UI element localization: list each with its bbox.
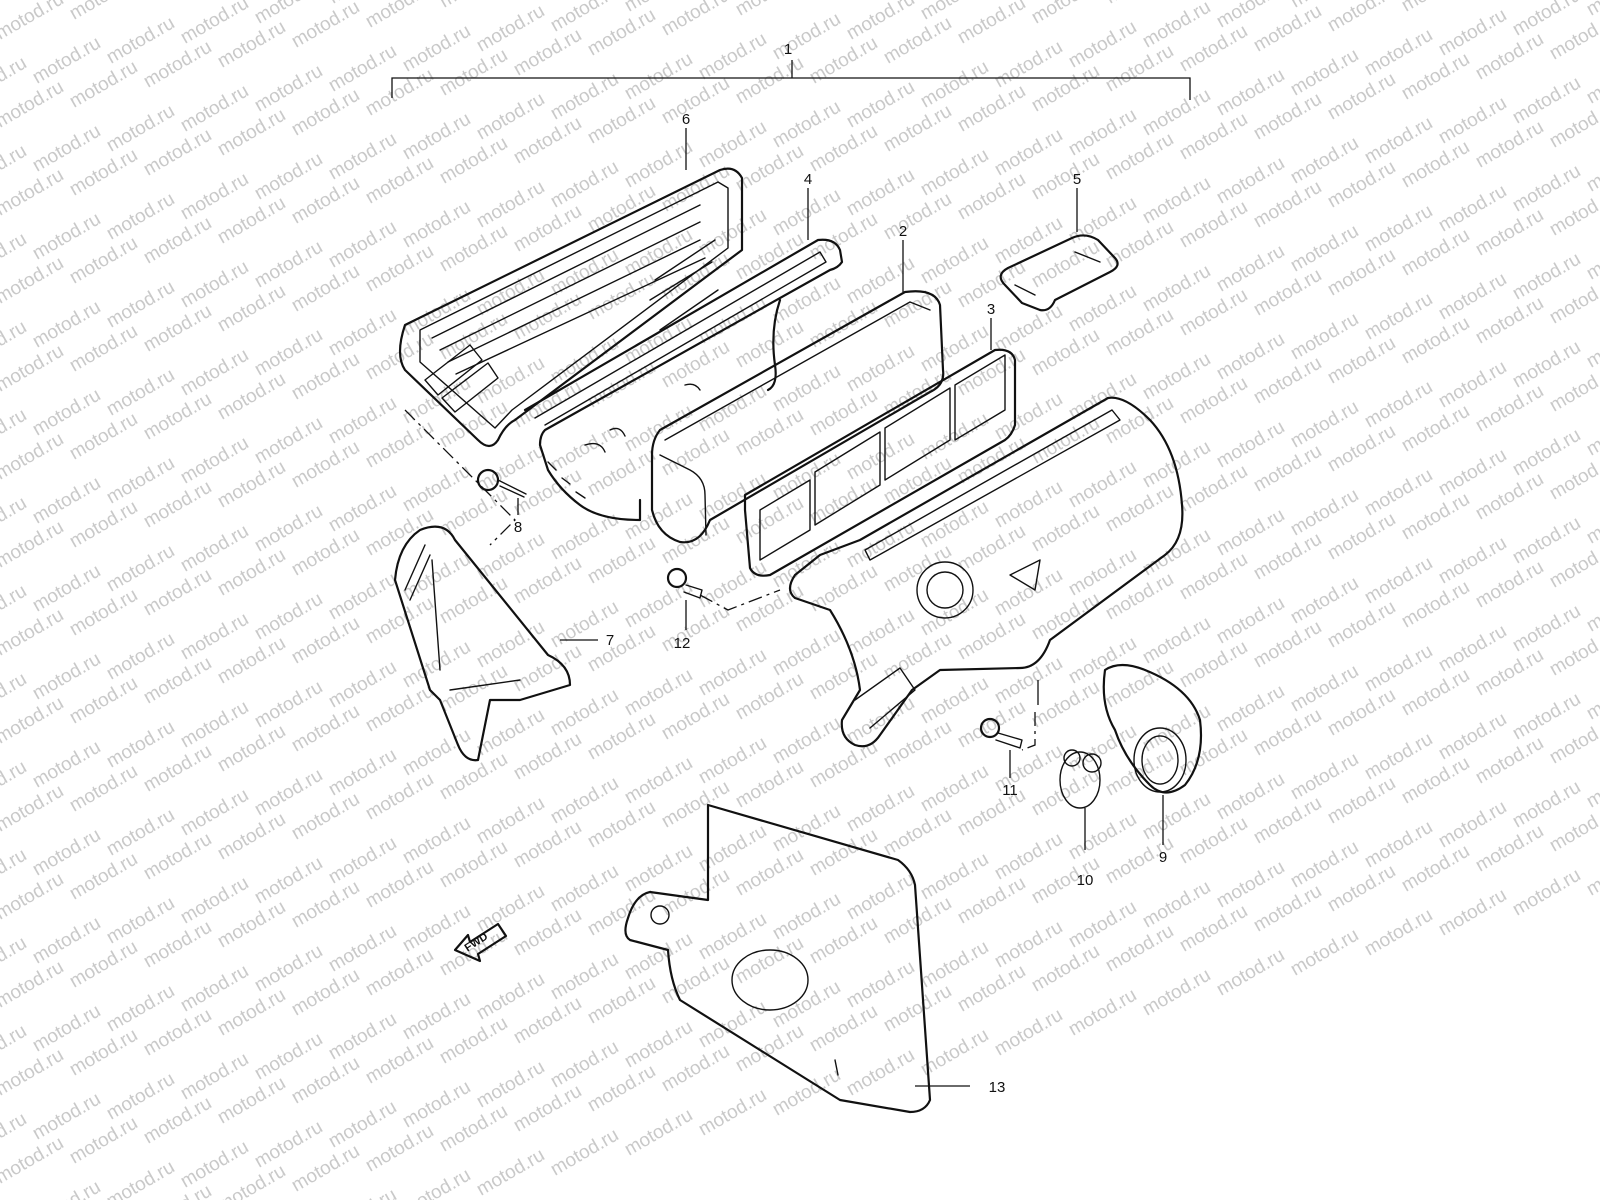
watermark-text: motod.ru — [1583, 317, 1600, 373]
watermark-text: motod.ru — [1287, 925, 1362, 981]
callout-11: 11 — [1002, 782, 1018, 799]
watermark-text: motod.ru — [0, 1045, 67, 1101]
part-6-cleaner-cap — [398, 128, 744, 448]
watermark-text: motod.ru — [0, 957, 67, 1013]
watermark-text: motod.ru — [954, 0, 1029, 48]
callout-2: 2 — [899, 223, 907, 240]
air-cleaner-case — [788, 396, 1184, 748]
watermark-text: motod.ru — [0, 781, 67, 837]
watermark-text: motod.ru — [473, 1145, 548, 1200]
watermark-text: motod.ru — [0, 605, 67, 661]
watermark-text: motod.ru — [1583, 141, 1600, 197]
watermark-text: motod.ru — [1583, 669, 1600, 725]
watermark-text: motod.ru — [140, 0, 215, 4]
watermark-text: motod.ru — [1102, 0, 1177, 8]
callout-13: 13 — [989, 1079, 1006, 1096]
callout-10: 10 — [1077, 872, 1094, 889]
watermark-text: motod.ru — [0, 429, 67, 485]
watermark-text: motod.ru — [0, 77, 67, 133]
watermark-text: motod.ru — [1213, 945, 1288, 1001]
watermark-text: motod.ru — [1435, 885, 1510, 941]
callout-6: 6 — [682, 111, 690, 128]
watermark-text: motod.ru — [1583, 53, 1600, 109]
callout-1: 1 — [784, 41, 792, 58]
watermark-text: motod.ru — [362, 0, 437, 32]
watermark-text: motod.ru — [66, 0, 141, 24]
watermark-text: motod.ru — [769, 1065, 844, 1121]
watermark-text: motod.ru — [0, 1133, 67, 1189]
part-11-screw — [979, 717, 1023, 778]
watermark-text: motod.ru — [288, 0, 363, 52]
watermark-text: motod.ru — [1583, 845, 1600, 901]
watermark-text: motod.ru — [1028, 0, 1103, 28]
watermark-text: motod.ru — [732, 0, 807, 20]
watermark-text: motod.ru — [325, 1185, 400, 1200]
part-13-panel — [624, 803, 970, 1114]
watermark-text: motod.ru — [1398, 0, 1473, 16]
watermark-text: motod.ru — [1361, 905, 1436, 961]
watermark-text: motod.ru — [1065, 985, 1140, 1041]
watermark-text: motod.ru — [843, 1045, 918, 1101]
watermark-text: motod.ru — [1583, 581, 1600, 637]
assembly-bracket — [391, 60, 1191, 100]
callout-5: 5 — [1073, 171, 1081, 188]
part-7-side-cover — [393, 525, 598, 762]
watermark-text: motod.ru — [0, 693, 67, 749]
watermark-text: motod.ru — [1583, 405, 1600, 461]
watermark-text: motod.ru — [0, 165, 67, 221]
watermark-text: motod.ru — [547, 1125, 622, 1181]
part-10-cap — [1059, 749, 1102, 850]
watermark-text: motod.ru — [1583, 493, 1600, 549]
watermark-text: motod.ru — [399, 1165, 474, 1200]
callout-3: 3 — [987, 301, 995, 318]
watermark-text: motod.ru — [621, 1105, 696, 1161]
watermark-text: motod.ru — [1324, 0, 1399, 36]
part-3-element-frame — [743, 318, 1017, 577]
callout-12: 12 — [674, 635, 691, 652]
watermark-text: motod.ru — [103, 1157, 178, 1200]
watermark-text: motod.ru — [1139, 965, 1214, 1021]
callout-8: 8 — [514, 519, 522, 536]
watermark-text: motod.ru — [0, 517, 67, 573]
watermark-text: motod.ru — [0, 341, 67, 397]
watermark-text: motod.ru — [436, 0, 511, 12]
watermark-text: motod.ru — [0, 253, 67, 309]
watermark-text: motod.ru — [0, 869, 67, 925]
callouts: 1 6 4 5 2 3 8 7 12 11 9 10 13 — [514, 41, 1167, 1096]
callout-7: 7 — [606, 632, 614, 649]
callout-4: 4 — [804, 171, 812, 188]
part-2-filter-element — [650, 240, 945, 544]
watermark-text: motod.ru — [658, 0, 733, 40]
part-5-plate — [999, 188, 1119, 312]
callout-9: 9 — [1159, 849, 1167, 866]
watermark-text: motod.ru — [0, 0, 67, 44]
alignment-guides — [404, 409, 1036, 751]
watermark-text: motod.ru — [29, 1177, 104, 1200]
watermark-text: motod.ru — [991, 1005, 1066, 1061]
watermark-text: motod.ru — [695, 1085, 770, 1141]
watermark-text: motod.ru — [1583, 229, 1600, 285]
watermark-text: motod.ru — [1509, 865, 1584, 921]
watermark-text: motod.ru — [1583, 757, 1600, 813]
part-12-bolt — [666, 567, 703, 630]
part-9-duct — [1102, 663, 1203, 845]
